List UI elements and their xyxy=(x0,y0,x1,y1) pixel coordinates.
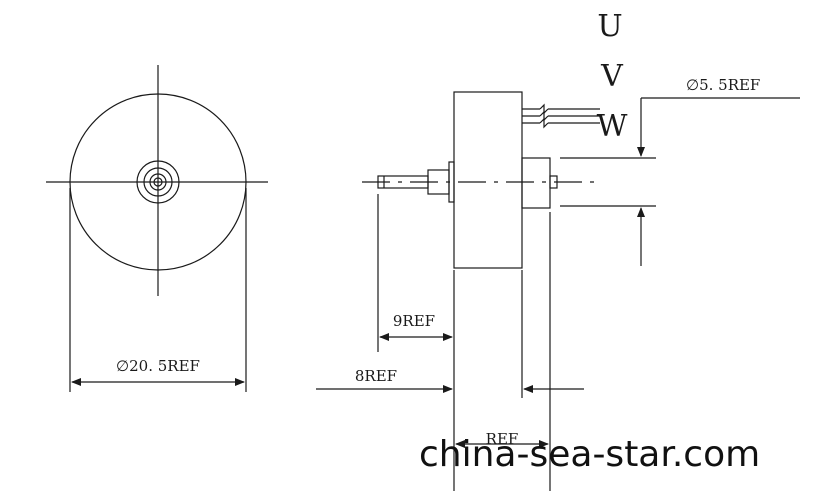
lead-wires xyxy=(522,103,600,129)
shaft-length-label: 9REF xyxy=(393,312,435,330)
rear-boss xyxy=(521,157,551,209)
wire-label-v: V xyxy=(600,59,624,94)
front-diameter-label: ∅20. 5REF xyxy=(116,357,200,375)
body-length-label: REF xyxy=(486,430,519,448)
offset-label: 8REF xyxy=(355,367,397,385)
wire-label-w: W xyxy=(597,109,628,144)
front-view xyxy=(46,65,268,392)
shaft-diameter-label: ∅5. 5REF xyxy=(686,76,760,94)
side-view xyxy=(316,91,800,491)
motor-body xyxy=(453,91,523,269)
wire-label-u: U xyxy=(597,9,622,44)
watermark-text: china-sea-star.com xyxy=(419,434,760,475)
